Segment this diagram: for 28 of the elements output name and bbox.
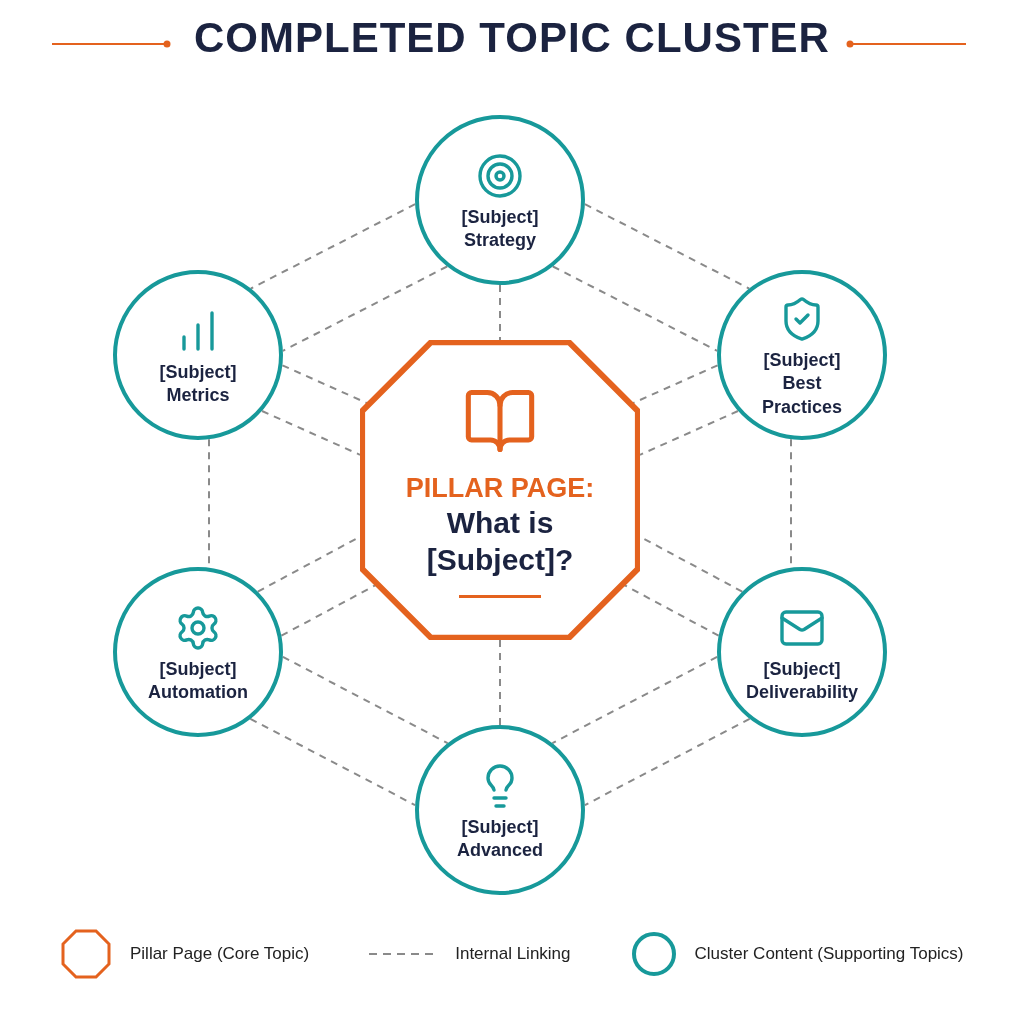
dashed-connector bbox=[639, 410, 739, 456]
legend-label: Internal Linking bbox=[455, 944, 571, 964]
dashed-connector bbox=[583, 203, 751, 290]
dashed-connector bbox=[281, 364, 368, 405]
dashed-connector bbox=[499, 284, 501, 341]
node-label: [Subject] Automation bbox=[147, 657, 249, 704]
dashed-connector bbox=[583, 717, 751, 807]
dashed-connector bbox=[281, 265, 449, 352]
dashed-connector bbox=[499, 639, 501, 726]
octagon-node bbox=[360, 340, 640, 640]
dashed-connector bbox=[249, 203, 417, 290]
dashed-connector bbox=[280, 584, 377, 637]
legend-label: Pillar Page (Core Topic) bbox=[130, 944, 310, 964]
diagram-title: COMPLETED TOPIC CLUSTER bbox=[194, 14, 830, 62]
node-label: What is [Subject]? bbox=[425, 504, 575, 578]
node-heading: PILLAR PAGE: bbox=[405, 472, 595, 504]
node-label: [Subject] Advanced bbox=[456, 815, 544, 862]
dashed-connector bbox=[261, 410, 361, 456]
dashed-connector bbox=[623, 584, 720, 637]
dashed-connector bbox=[551, 655, 719, 745]
legend-label: Cluster Content (Supporting Topics) bbox=[694, 944, 964, 964]
node-label: [Subject] Deliverability bbox=[744, 657, 860, 704]
node-label: [Subject] Best Practices bbox=[760, 348, 844, 419]
dashed-connector bbox=[551, 265, 719, 352]
dashed-connector bbox=[281, 655, 449, 745]
node-label: [Subject] Metrics bbox=[158, 360, 238, 407]
dashed-connector bbox=[632, 364, 719, 405]
node-label: [Subject] Strategy bbox=[460, 205, 540, 252]
